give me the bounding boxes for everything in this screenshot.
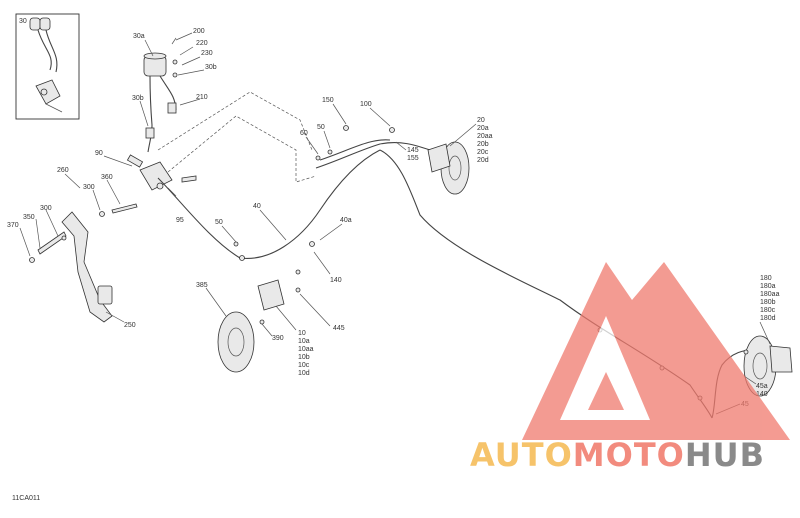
label-40a: 40a	[340, 217, 352, 224]
inset-detail: 30	[15, 13, 80, 120]
label-230: 230	[201, 50, 213, 57]
master-cylinder-pedal: 90 95 260 300 360 300 350 370 250	[7, 150, 197, 329]
label-180-group: 180 180a 180aa 180b 180c 180d	[760, 275, 781, 322]
label-45a: 45a	[756, 383, 768, 390]
watermark-auto: AUTO	[470, 436, 573, 474]
watermark-moto: MOTO	[572, 436, 685, 474]
label-95: 95	[176, 217, 184, 224]
front-left-brake: 385 390 445 10 10a 10aa 10b 10c 10d	[196, 269, 345, 377]
label-10-group: 10 10a 10aa 10b 10c 10d	[298, 330, 316, 377]
label-220: 220	[196, 40, 208, 47]
label-100: 100	[360, 101, 372, 108]
label-30a: 30a	[133, 33, 145, 40]
label-145: 145	[407, 147, 419, 154]
label-140-a: 140	[330, 277, 342, 284]
label-40: 40	[253, 203, 261, 210]
label-390: 390	[272, 335, 284, 342]
label-200: 200	[193, 28, 205, 35]
watermark-logo	[522, 262, 790, 440]
label-385: 385	[196, 282, 208, 289]
label-300-b: 300	[40, 205, 52, 212]
label-445: 445	[333, 325, 345, 332]
label-30b-top: 30b	[205, 64, 217, 71]
label-250: 250	[124, 322, 136, 329]
label-140-b: 140	[756, 391, 768, 398]
label-260: 260	[57, 167, 69, 174]
rear-brake: 180 180a 180aa 180b 180c 180d 45a 140 45	[715, 275, 793, 415]
label-360: 360	[101, 174, 113, 181]
label-350: 350	[23, 214, 35, 221]
dashed-reference	[157, 91, 317, 183]
label-50-b: 50	[317, 124, 325, 131]
label-150: 150	[322, 97, 334, 104]
figure-code: 11CA011	[12, 495, 40, 502]
label-90: 90	[95, 150, 103, 157]
label-20-group: 20 20a 20aa 20b 20c 20d	[477, 117, 495, 164]
label-155: 155	[407, 155, 419, 162]
front-right-brake: 20 20a 20aa 20b 20c 20d	[427, 117, 495, 195]
label-300-a: 300	[83, 184, 95, 191]
label-210: 210	[196, 94, 208, 101]
label-30b: 30b	[132, 95, 144, 102]
label-370: 370	[7, 222, 19, 229]
label-50-a: 50	[215, 219, 223, 226]
label-30: 30	[19, 18, 27, 25]
label-60: 60	[300, 130, 308, 137]
watermark-text: AUTOMOTOHUB	[470, 436, 765, 474]
reservoir-group: 30a 200 220 230 30b 210 30b	[132, 28, 217, 153]
watermark-hub: HUB	[684, 436, 766, 474]
